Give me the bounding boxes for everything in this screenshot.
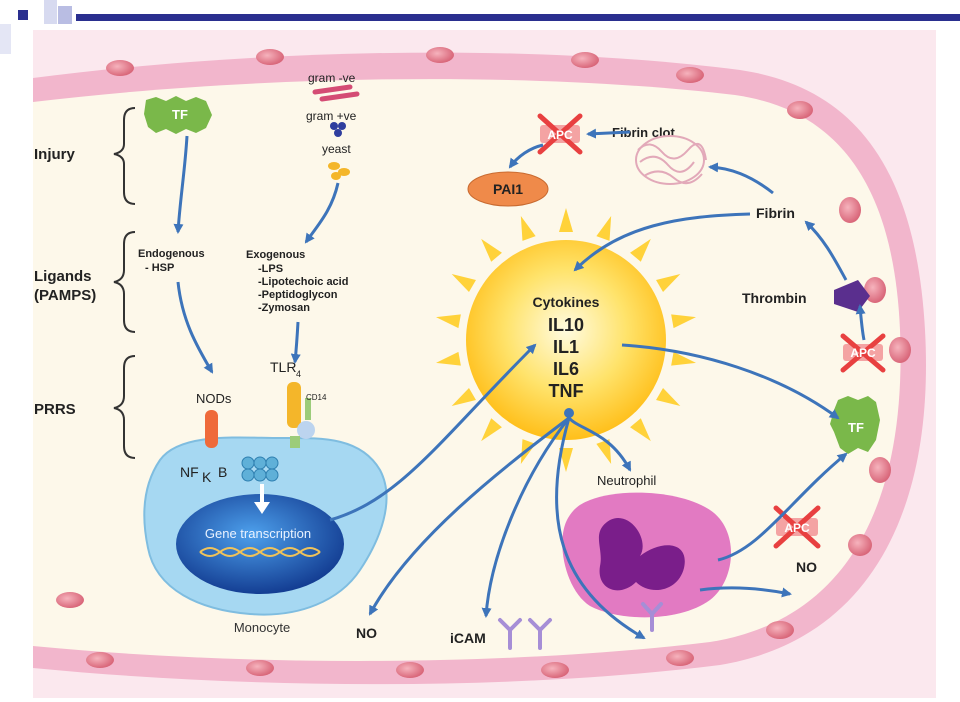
tlr-label: TLR bbox=[270, 359, 296, 375]
cytokine-il6: IL6 bbox=[553, 359, 579, 379]
pathway-arrows bbox=[173, 128, 866, 640]
apc-inhibitor-top bbox=[537, 113, 583, 155]
yeast-label: yeast bbox=[322, 142, 351, 156]
pamps-label: (PAMPS) bbox=[34, 287, 96, 304]
cd14-molecule bbox=[297, 421, 315, 439]
endogenous-label: Endogenous bbox=[138, 248, 205, 260]
tlr4-base bbox=[290, 436, 300, 448]
exogenous-item-lta: -Lipotechoic acid bbox=[258, 276, 348, 288]
tf-right-label: TF bbox=[848, 420, 864, 435]
fibrin-clot-mesh bbox=[635, 135, 707, 185]
nfkb-k: K bbox=[202, 469, 212, 485]
title-bar-decoration bbox=[76, 14, 960, 21]
tf-injury-label: TF bbox=[172, 107, 188, 122]
thrombin-shape bbox=[834, 280, 870, 312]
cd14-label: CD14 bbox=[306, 393, 327, 402]
exogenous-label: Exogenous bbox=[246, 249, 305, 261]
cytokine-tnf: TNF bbox=[549, 381, 584, 401]
gram-pos-label: gram +ve bbox=[306, 109, 357, 123]
neutrophil-nucleus bbox=[598, 518, 685, 591]
dna-strand-2 bbox=[199, 547, 321, 557]
tf-injury-shape bbox=[144, 96, 212, 134]
tlr4-receptor bbox=[287, 382, 301, 428]
deco-square-4 bbox=[0, 24, 11, 54]
cytokine-il1: IL1 bbox=[553, 337, 579, 357]
gram-neg-bacteria bbox=[312, 84, 360, 102]
monocyte-nucleus bbox=[176, 494, 344, 594]
no-label-right: NO bbox=[796, 559, 817, 575]
nods-label: NODs bbox=[196, 391, 232, 406]
exogenous-item-lps: -LPS bbox=[258, 263, 283, 275]
gram-neg-label: gram -ve bbox=[308, 71, 356, 85]
injury-label: Injury bbox=[34, 146, 75, 163]
apc-bottom-label: APC bbox=[784, 521, 810, 535]
tlr-subscript: 4 bbox=[296, 369, 301, 379]
pai1-label: PAI1 bbox=[493, 181, 523, 197]
nfkb-nf: NF bbox=[180, 464, 199, 480]
cytokine-il10: IL10 bbox=[548, 315, 584, 335]
endothelial-cells bbox=[56, 47, 911, 678]
gram-pos-bacteria bbox=[330, 122, 346, 137]
apc-top-label: APC bbox=[547, 128, 573, 142]
apc-right-label: APC bbox=[850, 346, 876, 360]
prrs-label: PRRS bbox=[34, 401, 76, 418]
deco-square-1 bbox=[18, 10, 28, 20]
deco-square-3 bbox=[58, 6, 72, 24]
cd14-stalk bbox=[305, 398, 311, 420]
cytokines-title: Cytokines bbox=[533, 294, 600, 310]
monocyte-label: Monocyte bbox=[234, 620, 290, 635]
yeast-cells bbox=[328, 162, 350, 180]
deco-square-2 bbox=[44, 0, 57, 24]
tf-right-shape bbox=[830, 396, 880, 454]
pai1-shape bbox=[467, 171, 549, 207]
cytokine-sun bbox=[436, 208, 696, 472]
fibrin-label: Fibrin bbox=[756, 205, 795, 221]
thrombin-label: Thrombin bbox=[742, 290, 807, 306]
no-label-left: NO bbox=[356, 625, 377, 641]
exogenous-item-zymosan: -Zymosan bbox=[258, 302, 310, 314]
left-brackets bbox=[113, 107, 136, 459]
icam-label: iCAM bbox=[450, 630, 486, 646]
icam-receptors bbox=[498, 602, 663, 650]
apc-inhibitor-right bbox=[840, 333, 886, 373]
nfkb-b: B bbox=[218, 464, 227, 480]
ligands-label: Ligands bbox=[34, 268, 92, 285]
gene-transcription-label: Gene transcription bbox=[205, 526, 311, 541]
nfkb-complex bbox=[241, 456, 279, 482]
exogenous-item-pg: -Peptidoglycon bbox=[258, 289, 338, 301]
nfkb-arrowhead bbox=[254, 502, 270, 514]
neutrophil-label: Neutrophil bbox=[597, 473, 656, 488]
cytokine-origin-dot bbox=[564, 408, 574, 418]
nods-receptor bbox=[205, 410, 218, 448]
hsp-label: - HSP bbox=[145, 262, 174, 274]
